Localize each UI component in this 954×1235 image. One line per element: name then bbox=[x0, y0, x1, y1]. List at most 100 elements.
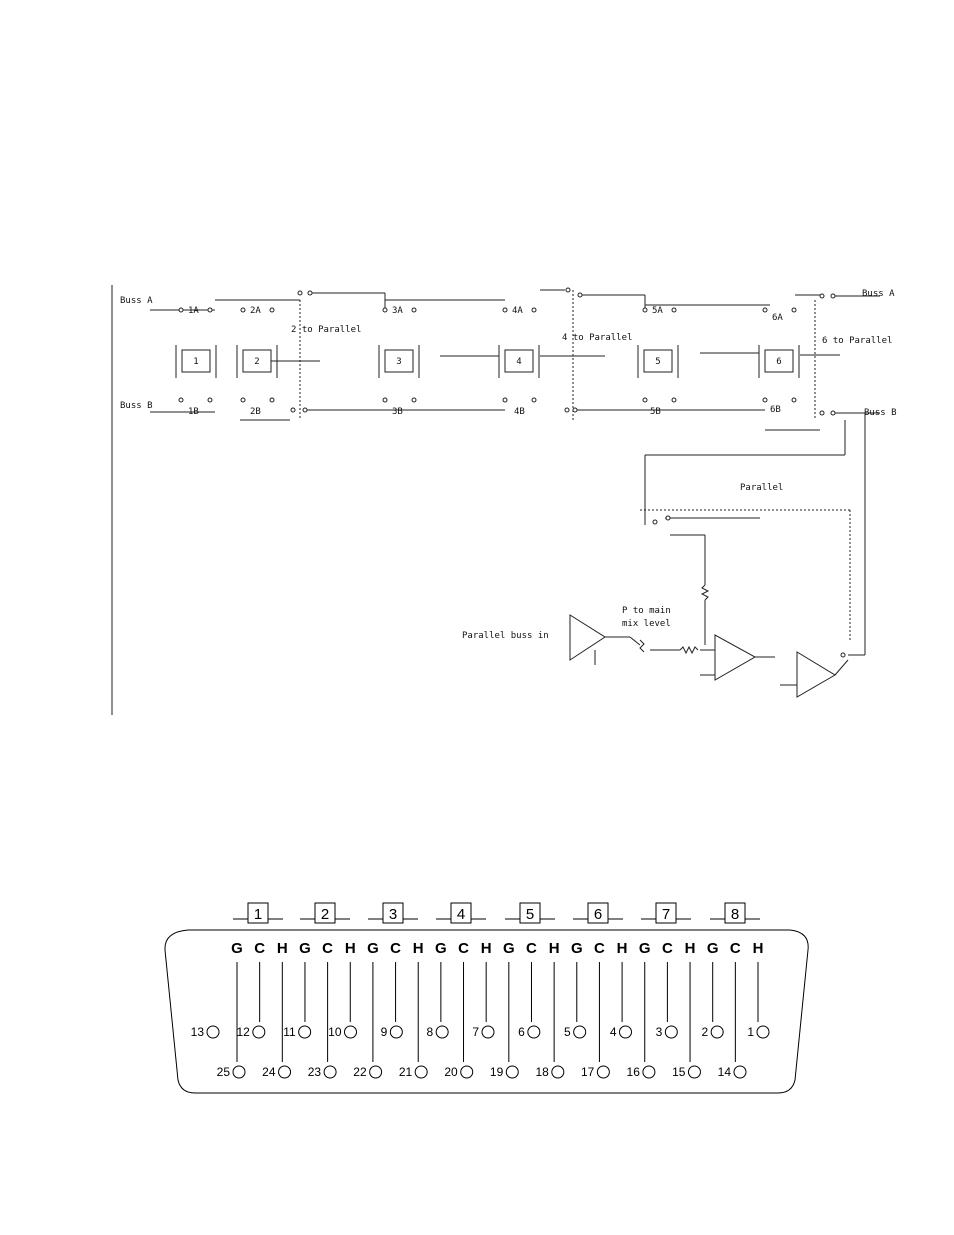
pin-21 bbox=[415, 1066, 427, 1078]
pin-number: 3 bbox=[656, 1025, 663, 1039]
signal-letter-g: G bbox=[639, 940, 651, 957]
signal-letter-g: G bbox=[503, 940, 515, 957]
group-number: 8 bbox=[731, 906, 739, 923]
channel-groups: 1 2 3 4 5 6 7 8 bbox=[233, 903, 760, 923]
pin-3 bbox=[665, 1026, 677, 1038]
pin-19 bbox=[506, 1066, 518, 1078]
block-label: 3 bbox=[396, 357, 401, 367]
switch-label-1a: 1A bbox=[188, 306, 199, 316]
switch-label-5b: 5B bbox=[650, 407, 661, 417]
pin-25 bbox=[233, 1066, 245, 1078]
group-number: 7 bbox=[662, 906, 670, 923]
p-to-main-label: P to main bbox=[622, 606, 671, 616]
block-label: 5 bbox=[655, 357, 660, 367]
signal-letter-g: G bbox=[367, 940, 379, 957]
pin-number: 19 bbox=[490, 1065, 504, 1079]
buss-a-output-label: Buss A bbox=[862, 289, 895, 299]
signal-letter-g: G bbox=[299, 940, 311, 957]
group-number: 2 bbox=[321, 906, 329, 923]
pin-22 bbox=[370, 1066, 382, 1078]
pin-number: 5 bbox=[564, 1025, 571, 1039]
signal-letter-h: H bbox=[345, 940, 356, 957]
signal-letter-c: C bbox=[526, 940, 537, 957]
switch-label-4a: 4A bbox=[512, 306, 523, 316]
pin-number: 2 bbox=[701, 1025, 708, 1039]
pin-12 bbox=[253, 1026, 265, 1038]
signal-letter-g: G bbox=[435, 940, 447, 957]
switch-label-3a: 3A bbox=[392, 306, 403, 316]
block-label: 4 bbox=[516, 357, 521, 367]
group-number: 3 bbox=[389, 906, 397, 923]
pin-number: 23 bbox=[308, 1065, 322, 1079]
channel-group-3: 3 bbox=[368, 903, 418, 923]
pin-2 bbox=[711, 1026, 723, 1038]
pin-number: 8 bbox=[426, 1025, 433, 1039]
pin-number: 11 bbox=[283, 1025, 296, 1039]
channel-group-6: 6 bbox=[573, 903, 623, 923]
group-number: 1 bbox=[254, 906, 262, 923]
switch-label-6b: 6B bbox=[770, 405, 781, 415]
channel-group-1: 1 bbox=[233, 903, 283, 923]
signal-letter-h: H bbox=[277, 940, 288, 957]
pin-23 bbox=[324, 1066, 336, 1078]
buss-a-input-label: Buss A bbox=[120, 296, 153, 306]
switch-label-2b: 2B bbox=[250, 407, 261, 417]
signal-letter-g: G bbox=[707, 940, 719, 957]
switch-label-5a: 5A bbox=[652, 306, 663, 316]
parallel-buss-in-label: Parallel buss in bbox=[462, 631, 549, 641]
pin-20 bbox=[461, 1066, 473, 1078]
signal-letter-c: C bbox=[390, 940, 401, 957]
pin-17 bbox=[597, 1066, 609, 1078]
block-label: 1 bbox=[193, 357, 198, 367]
channel-group-7: 7 bbox=[641, 903, 691, 923]
pin-number: 20 bbox=[444, 1065, 458, 1079]
switch-label-3b: 3B bbox=[392, 407, 403, 417]
signal-letter-g: G bbox=[571, 940, 583, 957]
switch-label-2a: 2A bbox=[250, 306, 261, 316]
signal-letter-c: C bbox=[458, 940, 469, 957]
pin-4 bbox=[620, 1026, 632, 1038]
buss-b-input-label: Buss B bbox=[120, 401, 153, 411]
pin-5 bbox=[574, 1026, 586, 1038]
signal-letter-h: H bbox=[753, 940, 764, 957]
parallel-label: Parallel bbox=[740, 483, 783, 493]
group-number: 4 bbox=[457, 906, 465, 923]
pin-number: 7 bbox=[472, 1025, 479, 1039]
group-number: 6 bbox=[594, 906, 602, 923]
signal-letter-h: H bbox=[617, 940, 628, 957]
signal-letter-c: C bbox=[594, 940, 605, 957]
pin-number: 12 bbox=[236, 1025, 250, 1039]
block-label: 2 bbox=[254, 357, 259, 367]
effect-block-4: 4 bbox=[505, 350, 533, 372]
signal-letter-c: C bbox=[662, 940, 673, 957]
pin-number: 1 bbox=[747, 1025, 754, 1039]
pin-18 bbox=[552, 1066, 564, 1078]
pin-7 bbox=[482, 1026, 494, 1038]
signal-letters: GCHGCHGCHGCHGCHGCHGCHGCH bbox=[231, 940, 763, 957]
pin-6 bbox=[528, 1026, 540, 1038]
pin-15 bbox=[688, 1066, 700, 1078]
signal-letter-h: H bbox=[413, 940, 424, 957]
signal-letter-g: G bbox=[231, 940, 243, 957]
pin-number: 9 bbox=[381, 1025, 388, 1039]
pin-number: 18 bbox=[535, 1065, 549, 1079]
pin-number: 22 bbox=[353, 1065, 367, 1079]
pin-number: 17 bbox=[581, 1065, 595, 1079]
pin-9 bbox=[390, 1026, 402, 1038]
signal-letter-h: H bbox=[685, 940, 696, 957]
block-label: 6 bbox=[776, 357, 781, 367]
group-number: 5 bbox=[526, 906, 534, 923]
pin-number: 14 bbox=[718, 1065, 732, 1079]
pin-10 bbox=[345, 1026, 357, 1038]
two-to-parallel-label: 2 to Parallel bbox=[291, 325, 361, 335]
pins: 1312111098765432125242322212019181716151… bbox=[191, 1025, 769, 1079]
six-to-parallel-label: 6 to Parallel bbox=[822, 336, 892, 346]
channel-group-2: 2 bbox=[300, 903, 350, 923]
effect-block-2: 2 bbox=[243, 350, 271, 372]
channel-group-5: 5 bbox=[505, 903, 555, 923]
pin-number: 4 bbox=[610, 1025, 617, 1039]
four-to-parallel-label: 4 to Parallel bbox=[562, 333, 632, 343]
signal-letter-c: C bbox=[322, 940, 333, 957]
pin-24 bbox=[279, 1066, 291, 1078]
